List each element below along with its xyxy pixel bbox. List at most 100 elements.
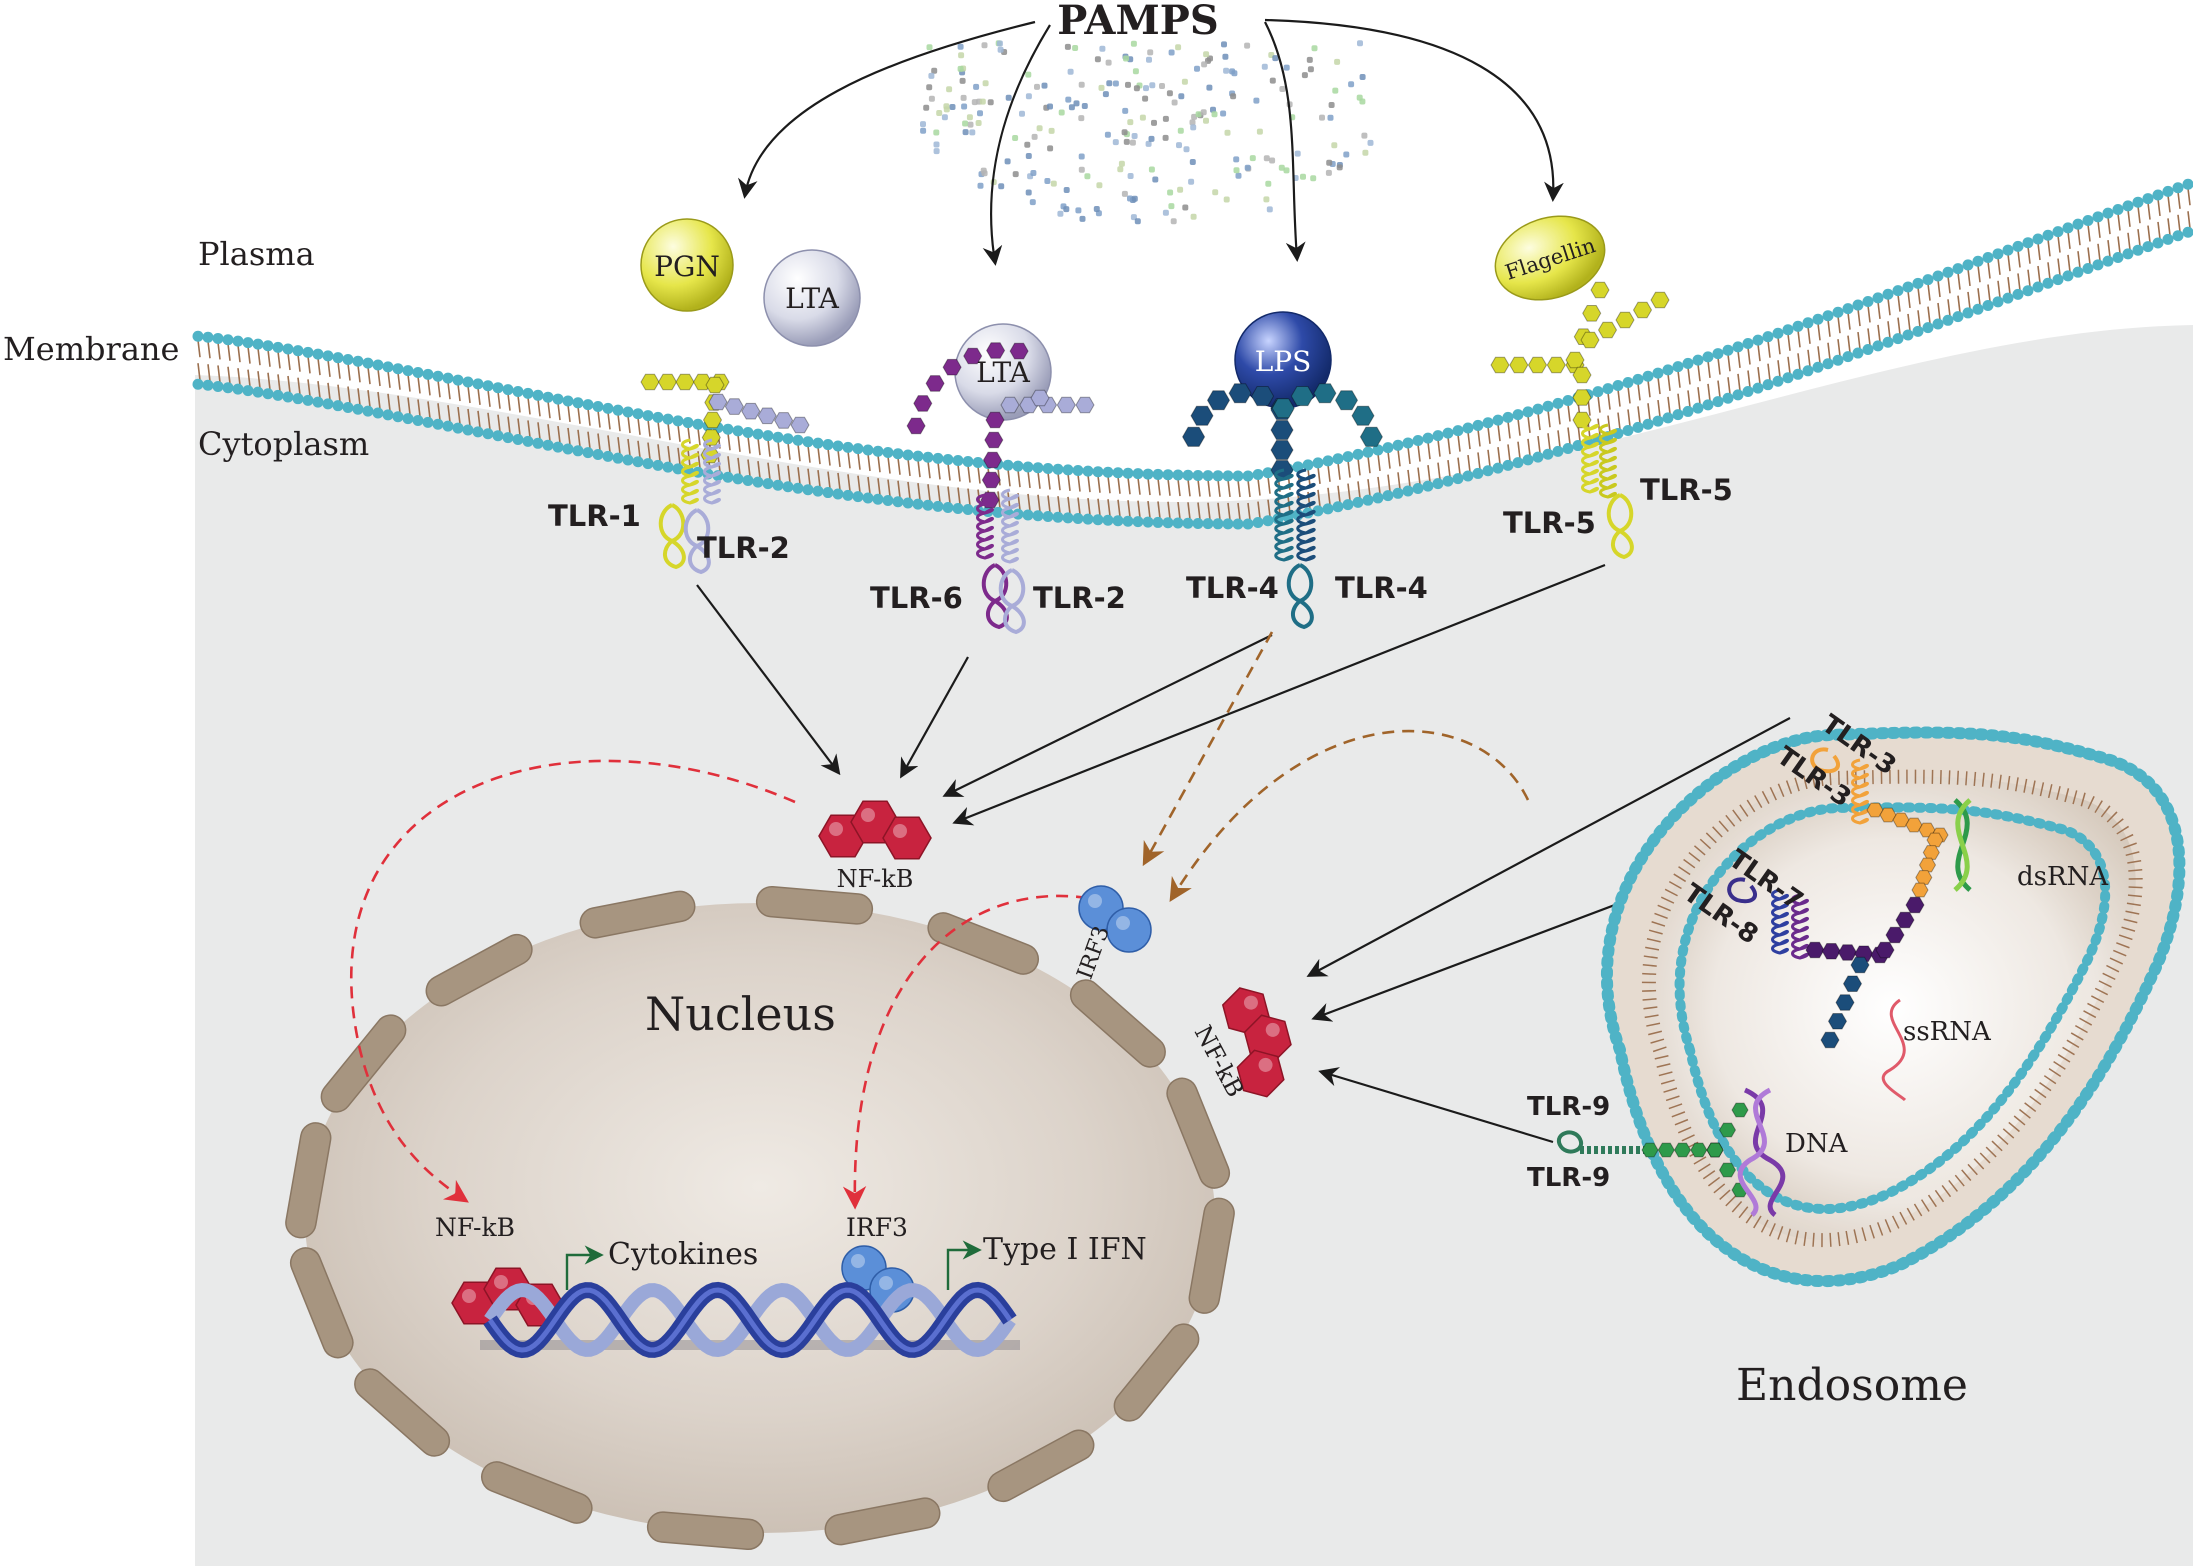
lipid-head <box>1262 515 1274 527</box>
pamp-particle <box>1105 59 1112 66</box>
lipid-tail <box>1977 265 1981 283</box>
tlr8-ectodomain <box>1805 896 1925 964</box>
bead <box>1597 321 1618 339</box>
pamp-particle <box>1256 128 1263 135</box>
pamp-particle <box>1078 153 1085 160</box>
lipid-head <box>1182 517 1194 529</box>
lipid-tail <box>2157 198 2161 217</box>
lipid-head <box>822 487 834 499</box>
pamp-particle <box>1050 180 1057 187</box>
bead <box>724 398 744 415</box>
tlr2-label-b: TLR-2 <box>1033 581 1126 615</box>
pamp-particle <box>1176 142 1182 149</box>
lipid-tail <box>417 376 421 394</box>
lipid-tail <box>2057 258 2061 276</box>
pamp-particle <box>1127 173 1134 179</box>
bead <box>1313 383 1337 404</box>
lipid-tail <box>1347 460 1351 478</box>
pamp-particle <box>1162 115 1169 122</box>
lipid-tail <box>457 406 461 425</box>
nuclear-dna-helix <box>480 1281 1020 1359</box>
lipid-head <box>2032 281 2044 293</box>
pamp-particle <box>1047 145 1054 152</box>
lipid-tail <box>1047 472 1051 490</box>
lipid-head <box>2182 178 2193 190</box>
pamp-particle <box>967 121 974 128</box>
pamp-particle <box>1127 119 1134 126</box>
lipid-tail <box>1367 456 1371 474</box>
lipid-head <box>662 413 674 425</box>
lipid-tail <box>217 365 221 383</box>
pamp-particle <box>1278 164 1285 171</box>
lipid-tail <box>1357 481 1361 499</box>
lipid-tail <box>1827 342 1831 360</box>
lipid-head <box>1112 467 1124 479</box>
nfkb-subunit <box>882 816 932 860</box>
lipid-tail <box>1967 291 1971 310</box>
lipid-head <box>1872 340 1884 352</box>
lipid-head <box>372 359 384 371</box>
lipid-head <box>1742 386 1754 398</box>
lipid-tail <box>2027 269 2031 287</box>
lipid-tail <box>277 351 281 369</box>
pamp-particle <box>1328 102 1335 108</box>
lipid-head <box>212 380 224 392</box>
tlr2-ectodomain-b <box>1000 389 1095 414</box>
pamp-particle <box>957 43 964 50</box>
lipid-head <box>622 406 634 418</box>
arrow-tlr6-2-to-nfkb <box>900 656 969 779</box>
lipid-tail <box>1597 418 1601 436</box>
lipid-head <box>272 389 284 401</box>
lipid-head <box>1222 518 1234 530</box>
lipid-tail <box>257 371 261 389</box>
lipid-head <box>552 441 564 453</box>
lipid-tail <box>727 433 731 451</box>
pamp-particle <box>1195 111 1202 118</box>
lipid-tail <box>1137 477 1141 495</box>
lipid-tail <box>1547 410 1551 428</box>
lipid-tail <box>867 476 871 495</box>
lipid-head <box>1292 461 1304 473</box>
pamp-particle <box>1306 56 1313 63</box>
lipid-tail <box>1987 284 1991 302</box>
lipid-tail <box>327 382 331 400</box>
tlr4-label-b: TLR-4 <box>1335 571 1428 605</box>
lipid-tail <box>917 483 921 501</box>
lipid-tail <box>1637 383 1641 401</box>
lipid-head <box>1502 411 1514 423</box>
pamp-particle <box>1190 124 1197 131</box>
pamp-particle <box>1200 109 1207 116</box>
pamp-particle <box>1235 172 1242 179</box>
pamp-particle <box>1036 125 1043 132</box>
lipid-tail <box>597 433 601 451</box>
lipid-tail <box>1167 501 1171 519</box>
lipid-tail <box>1927 306 1931 324</box>
lipid-head <box>272 341 284 353</box>
lipid-head <box>1102 466 1114 478</box>
lipid-tail <box>1747 347 1751 365</box>
lipid-head <box>592 401 604 413</box>
lipid-head <box>1942 314 1954 326</box>
pamp-particle <box>966 114 973 121</box>
bead <box>1821 943 1841 960</box>
lipid-head <box>642 410 654 422</box>
lipid-head <box>302 394 314 406</box>
bead <box>1690 1142 1708 1158</box>
lipid-tail <box>1087 475 1091 493</box>
bead <box>906 417 926 435</box>
lipid-tail <box>307 356 311 374</box>
bead <box>1718 1122 1737 1138</box>
lipid-tail <box>357 365 361 383</box>
pamp-particle <box>961 103 968 110</box>
lipid-tail <box>917 460 921 478</box>
tlr6-tlr2-heterodimer <box>906 342 1095 635</box>
pamp-particle <box>1357 40 1363 47</box>
lipid-tail <box>1477 429 1481 447</box>
pamp-particle <box>1139 114 1146 121</box>
lipid-tail <box>907 458 911 477</box>
lipid-head <box>2132 196 2144 208</box>
bead <box>741 402 761 420</box>
lipid-tail <box>1947 299 1951 317</box>
plasma-label: Plasma <box>198 235 315 273</box>
lipid-head <box>1642 370 1654 382</box>
